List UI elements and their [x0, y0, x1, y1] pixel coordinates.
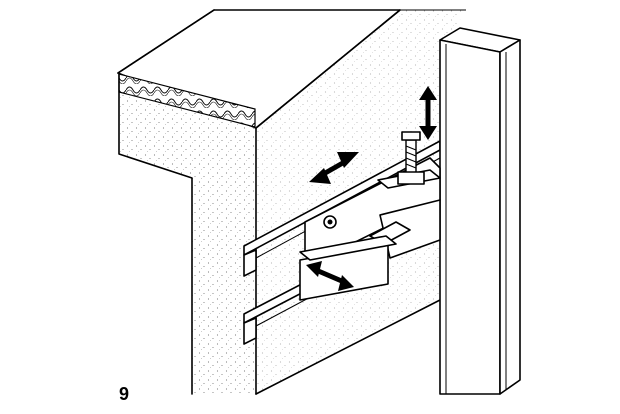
vertical-post [439, 27, 521, 395]
bracket-assembly [299, 131, 441, 301]
vertical-arrow-icon [419, 86, 437, 140]
post-side [499, 39, 521, 395]
nut [397, 171, 425, 185]
adjusting-screw [405, 139, 417, 175]
depth-arrow-icon [306, 261, 354, 291]
post-front [439, 39, 501, 395]
screw-head [401, 131, 421, 141]
horizontal-arrow-icon [309, 152, 359, 184]
figure-number: 9 [119, 384, 130, 404]
movement-arrows [306, 86, 437, 291]
tube-top [299, 235, 397, 261]
slab-front-face [119, 92, 255, 394]
